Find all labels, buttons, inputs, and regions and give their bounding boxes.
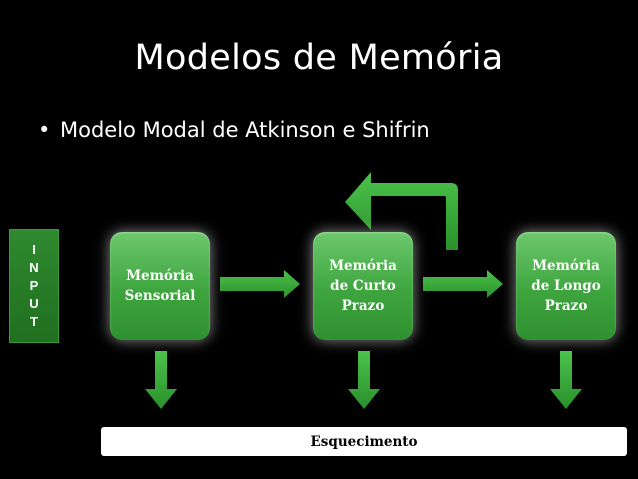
bullet-marker: • xyxy=(38,118,51,142)
arrow-down-sensorial xyxy=(145,351,177,409)
arrow-sensorial-to-short-term xyxy=(220,270,300,298)
slide-title: Modelos de Memória xyxy=(134,38,504,78)
box-label: Memória de Longo Prazo xyxy=(531,258,601,314)
input-letter: I xyxy=(32,242,36,257)
box-long-term-memory: Memória de Longo Prazo xyxy=(516,232,616,340)
rehearsal-loop-arrow xyxy=(345,172,458,250)
arrow-short-term-to-long-term xyxy=(423,270,503,298)
input-letter: T xyxy=(30,314,38,329)
forgetting-label: Esquecimento xyxy=(310,433,418,450)
bullet-text: Modelo Modal de Atkinson e Shifrin xyxy=(60,118,430,142)
input-box: I N P U T xyxy=(9,229,59,343)
input-letter: P xyxy=(29,278,39,293)
input-letter: U xyxy=(29,296,39,311)
arrow-down-long-term xyxy=(550,351,582,409)
box-sensory-memory: Memória Sensorial xyxy=(110,232,210,340)
box-short-term-memory: Memória de Curto Prazo xyxy=(313,232,413,340)
box-label: Memória de Curto Prazo xyxy=(329,258,397,314)
bullet-point: • Modelo Modal de Atkinson e Shifrin xyxy=(38,118,430,142)
input-letter: N xyxy=(29,260,39,275)
box-label: Memória Sensorial xyxy=(124,268,196,304)
arrow-down-short-term xyxy=(348,351,380,409)
forgetting-bar: Esquecimento xyxy=(101,427,627,456)
